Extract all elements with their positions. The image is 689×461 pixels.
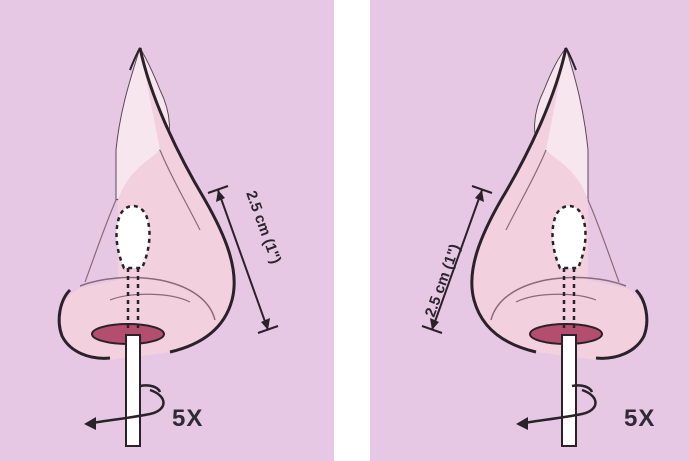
rotation-count-label: 5X [624, 405, 655, 432]
panel-right: 5X 2.5 cm (1") [370, 0, 689, 461]
panel-left: 5X 2.5 cm (1") [0, 0, 334, 461]
swab-icon [562, 335, 576, 446]
panel-right-svg: 5X 2.5 cm (1") [370, 0, 689, 461]
nasal-cavity [117, 206, 150, 268]
panel-left-svg: 5X 2.5 cm (1") [0, 0, 334, 461]
rotation-count-label: 5X [172, 405, 203, 432]
swab-icon [126, 335, 140, 446]
